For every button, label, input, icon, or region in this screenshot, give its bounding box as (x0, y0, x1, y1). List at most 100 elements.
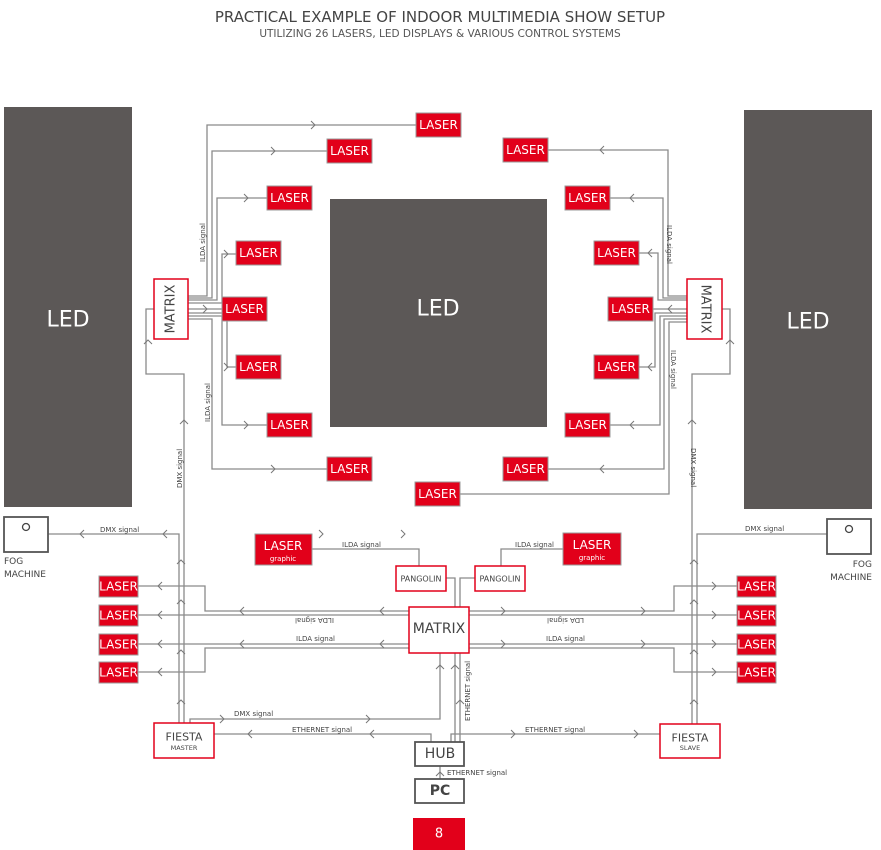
svg-text:ETHERNET signal: ETHERNET signal (292, 726, 352, 734)
laser-6: LASER (235, 354, 282, 380)
svg-text:DMX signal: DMX signal (745, 525, 784, 533)
svg-text:SLAVE: SLAVE (680, 744, 700, 752)
svg-text:ILDA signal: ILDA signal (342, 541, 381, 549)
svg-text:LASER: LASER (597, 360, 636, 374)
svg-text:LASER: LASER (506, 462, 545, 476)
arrow-chevron-icon (157, 610, 163, 620)
laser-14: LASER (564, 412, 611, 438)
arrow-chevron-icon (400, 529, 406, 539)
lasers: LASER LASER LASER LASER LASER LASER LASER LASER… (98, 112, 777, 684)
svg-text:ETHERNET signal: ETHERNET signal (525, 726, 585, 734)
svg-text:LASER: LASER (99, 638, 138, 652)
laser-4: LASER (235, 240, 282, 266)
fog-label-left-2: MACHINE (4, 570, 46, 580)
arrow-chevron-icon (310, 120, 316, 130)
svg-text:LASER: LASER (225, 302, 264, 316)
arrow-chevron-icon (247, 729, 253, 739)
svg-text:ILDA signal: ILDA signal (296, 635, 335, 643)
pangolin-right: PANGOLIN (474, 565, 526, 592)
laser-5: LASER (221, 296, 268, 322)
fog-label-right-1: FOG (853, 560, 872, 570)
page-number-badge: 8 (413, 818, 465, 850)
arrow-chevrons (79, 120, 735, 777)
laser-10: LASER (564, 185, 611, 211)
svg-text:LASER: LASER (239, 246, 278, 260)
laser-19: LASER (98, 633, 139, 656)
arrow-chevron-icon (510, 729, 516, 739)
svg-text:MATRIX: MATRIX (164, 285, 179, 334)
arrow-chevron-icon (318, 529, 324, 539)
svg-text:LASER: LASER (99, 609, 138, 623)
svg-text:LDA signal: LDA signal (547, 616, 584, 624)
laser-16: LASER (414, 481, 461, 507)
fog-machine-right (826, 518, 872, 555)
svg-text:LASER: LASER (737, 666, 776, 680)
svg-text:MATRIX: MATRIX (413, 621, 466, 637)
arrow-chevron-icon (629, 420, 635, 430)
arrow-chevron-icon (243, 193, 249, 203)
arrow-chevron-icon (687, 419, 697, 425)
svg-text:LASER: LASER (330, 462, 369, 476)
hub: HUB (414, 741, 465, 767)
svg-text:HUB: HUB (425, 746, 455, 762)
svg-text:LASER: LASER (270, 418, 309, 432)
matrix-left: MATRIX (153, 278, 189, 340)
arrow-chevron-icon (179, 419, 189, 425)
svg-text:LASER: LASER (99, 580, 138, 594)
arrow-chevron-icon (711, 639, 717, 649)
svg-text:DMX signal: DMX signal (100, 526, 139, 534)
led-screen-center: LED (330, 199, 547, 427)
pc: PC (414, 778, 465, 804)
svg-text:ILDA signal: ILDA signal (204, 383, 212, 422)
laser-15: LASER (502, 456, 549, 482)
svg-text:LASER: LASER (264, 539, 303, 553)
svg-text:LASER: LASER (506, 143, 545, 157)
arrow-chevron-icon (176, 699, 186, 705)
signal-labels: ILDA signal ILDA signal DMX signal ILDA … (100, 223, 784, 777)
diagram-title: PRACTICAL EXAMPLE OF INDOOR MULTIMEDIA S… (215, 8, 665, 26)
laser-1: LASER (415, 112, 462, 138)
svg-text:ILDA signal: ILDA signal (665, 225, 673, 264)
arrow-chevron-icon (162, 529, 168, 539)
arrow-chevron-icon (711, 610, 717, 620)
svg-text:LED: LED (786, 310, 829, 335)
fog-machine-left (3, 516, 49, 553)
svg-text:graphic: graphic (270, 555, 296, 563)
arrow-chevron-icon (223, 362, 229, 372)
arrow-chevron-icon (640, 606, 646, 616)
svg-text:LASER: LASER (270, 191, 309, 205)
arrow-chevron-icon (176, 599, 186, 605)
pangolin-left: PANGOLIN (395, 565, 447, 592)
fog-label-right-2: MACHINE (830, 573, 872, 583)
svg-text:ETHERNET signal: ETHERNET signal (447, 769, 507, 777)
laser-22: LASER (736, 604, 777, 627)
svg-text:MASTER: MASTER (171, 744, 198, 752)
arrow-chevron-icon (711, 667, 717, 677)
svg-text:LED: LED (416, 297, 459, 322)
svg-text:DMX signal: DMX signal (234, 710, 273, 718)
svg-text:LASER: LASER (99, 666, 138, 680)
arrow-chevron-icon (435, 664, 445, 670)
laser-8: LASER (326, 456, 373, 482)
svg-text:FIESTA: FIESTA (672, 732, 709, 745)
arrow-chevron-icon (450, 664, 460, 670)
arrow-chevron-icon (243, 420, 249, 430)
arrow-chevron-icon (219, 714, 225, 724)
arrow-chevron-icon (647, 248, 653, 258)
arrow-chevron-icon (599, 145, 605, 155)
laser-23: LASER (736, 633, 777, 656)
arrow-chevron-icon (239, 639, 245, 649)
svg-text:ILDA signal: ILDA signal (669, 350, 677, 389)
arrow-chevron-icon (689, 599, 699, 605)
svg-text:LED: LED (46, 308, 89, 333)
laser-12: LASER (607, 296, 654, 322)
laser-9: LASER (502, 137, 549, 163)
arrow-chevron-icon (725, 339, 735, 345)
arrow-chevron-icon (647, 362, 653, 372)
arrow-chevron-icon (157, 639, 163, 649)
arrow-chevron-icon (379, 639, 385, 649)
svg-text:LASER: LASER (737, 638, 776, 652)
matrix-center: MATRIX (408, 606, 470, 654)
svg-text:PANGOLIN: PANGOLIN (400, 575, 441, 584)
